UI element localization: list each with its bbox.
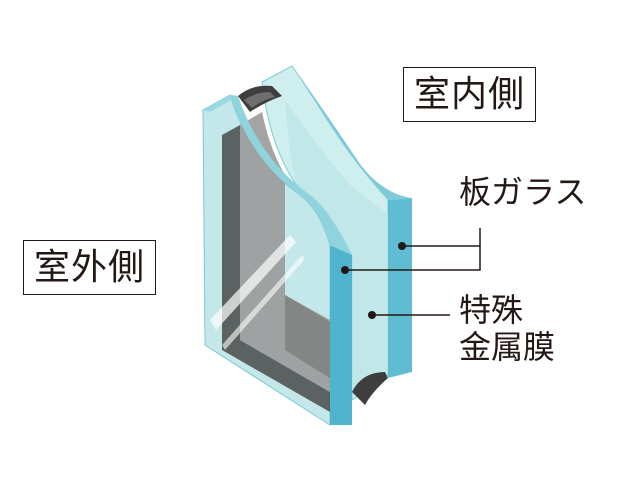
glass-top-edge <box>262 62 300 82</box>
outer-pane-top-edge <box>203 95 238 112</box>
outer-pane-edge <box>330 245 352 425</box>
spacer-frame-inner-shadow <box>222 125 330 412</box>
sheet-glass-marker-inner <box>398 242 406 250</box>
special-metal-film-label: 特殊 金属膜 <box>459 291 556 367</box>
special-metal-film-label-line1: 特殊 <box>459 291 524 329</box>
sheet-glass-leader-line <box>345 245 481 271</box>
outdoor-side-label: 室外側 <box>23 240 157 295</box>
outer-pane-edge-top <box>230 95 352 255</box>
sheet-glass-marker-outer <box>341 266 349 274</box>
inner-pane-coated-face <box>285 100 388 395</box>
glass-reflection-thin <box>222 255 305 350</box>
inner-pane-edge <box>388 198 412 378</box>
spacer-bottom-cap <box>352 372 388 405</box>
sheet-glass-label: 板ガラス <box>459 173 587 211</box>
indoor-side-label: 室内側 <box>403 67 537 122</box>
glass-reflection <box>210 235 296 330</box>
spacer-top-cap-highlight <box>244 92 275 108</box>
metal-film-marker <box>368 311 376 319</box>
special-metal-film-label-line2: 金属膜 <box>459 328 556 367</box>
